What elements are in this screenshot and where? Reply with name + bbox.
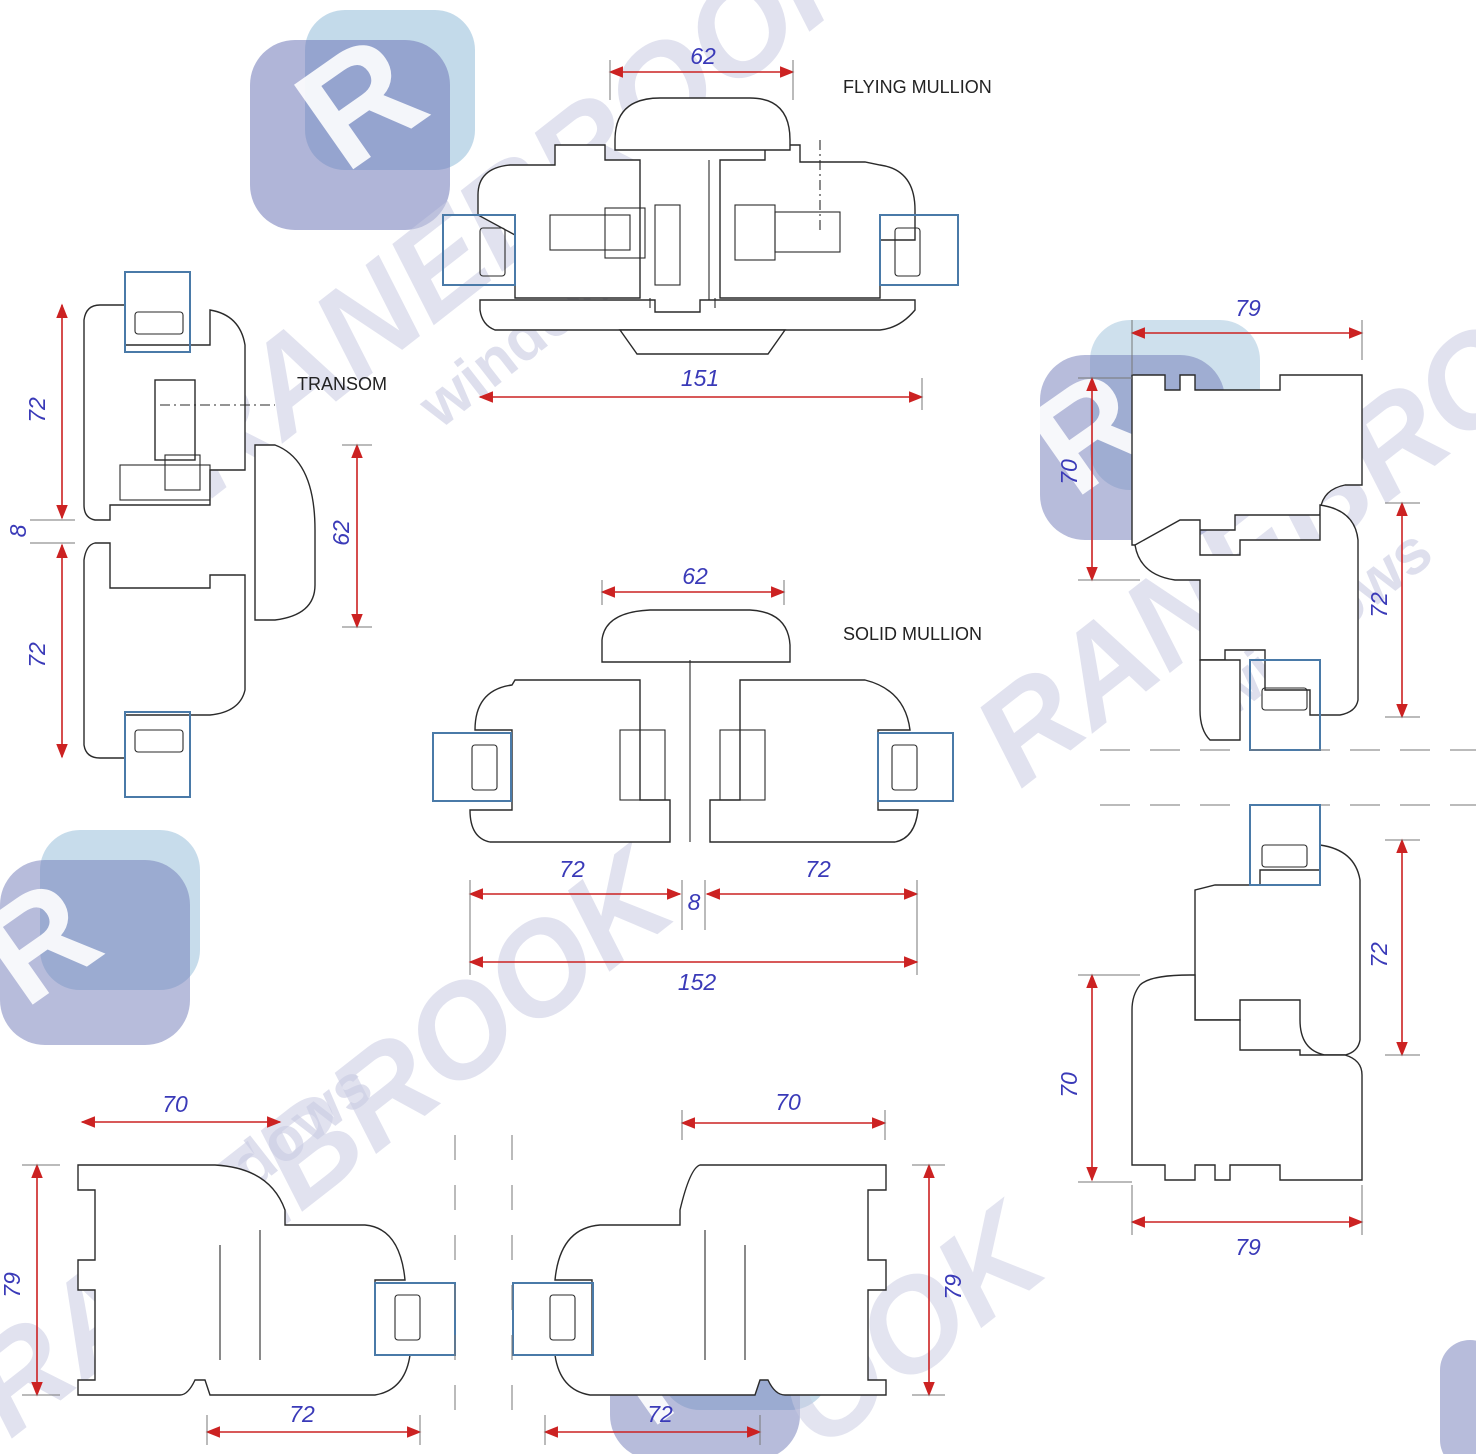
dim-solid-mullion-right: 72 (805, 856, 831, 882)
watermark-logo-left: R (0, 830, 200, 1045)
transom-section (83, 271, 316, 798)
solid-mullion-section (432, 609, 954, 843)
dim-head-sash: 72 (1366, 592, 1392, 618)
flying-mullion-section (442, 97, 959, 355)
dim-sill-depth: 70 (1056, 1072, 1082, 1098)
dim-jamb-right-top: 70 (775, 1089, 801, 1115)
dim-transom-lower: 72 (24, 642, 50, 668)
flying-mullion-label: FLYING MULLION (843, 77, 992, 97)
transom-label: TRANSOM (297, 374, 387, 394)
dim-head-depth: 70 (1056, 459, 1082, 485)
dim-sill-sash: 72 (1366, 942, 1392, 968)
dim-solid-mullion-overall: 152 (678, 969, 717, 995)
dim-transom-upper: 72 (24, 397, 50, 423)
watermark-logo-corner (1440, 1340, 1476, 1454)
dim-solid-mullion-left: 72 (559, 856, 585, 882)
solid-mullion-label: SOLID MULLION (843, 624, 982, 644)
dim-jamb-right-bottom: 72 (647, 1401, 673, 1427)
dim-head-width: 79 (1235, 295, 1261, 321)
jamb-right-section (512, 1164, 887, 1396)
jamb-left-section (77, 1164, 456, 1396)
head-section (1131, 374, 1363, 751)
watermark-logo-top: R (250, 1, 475, 230)
dim-sill-width: 79 (1235, 1234, 1261, 1260)
dim-flying-mullion-top: 62 (690, 43, 716, 69)
dim-solid-mullion-top: 62 (682, 563, 708, 589)
dim-transom-gap: 8 (5, 524, 31, 537)
dim-jamb-right-depth: 79 (940, 1274, 966, 1300)
dim-flying-mullion-overall: 151 (681, 365, 719, 391)
dim-jamb-left-bottom: 72 (289, 1401, 315, 1427)
dim-jamb-left-depth: 79 (0, 1272, 25, 1298)
sill-section (1131, 804, 1363, 1181)
dim-jamb-left-top: 70 (162, 1091, 188, 1117)
dim-solid-mullion-gap: 8 (688, 889, 701, 915)
dim-transom-width: 62 (328, 520, 354, 546)
